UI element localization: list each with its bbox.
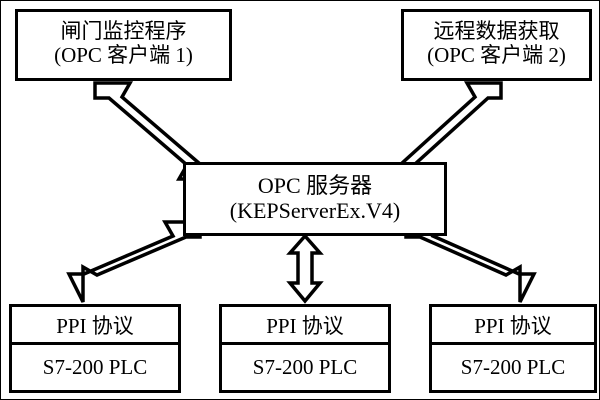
- arrow-server-to-plc-2: [286, 233, 324, 304]
- opc-server-subtitle: (KEPServerEx.V4): [229, 198, 401, 223]
- node-plc-1[interactable]: PPI 协议 S7-200 PLC: [9, 304, 181, 393]
- client-1-subtitle: (OPC 客户端 1): [54, 43, 193, 67]
- client-1-title: 闸门监控程序: [60, 19, 187, 44]
- node-opc-client-2[interactable]: 远程数据获取 (OPC 客户端 2): [401, 9, 592, 81]
- node-plc-2[interactable]: PPI 协议 S7-200 PLC: [219, 304, 391, 393]
- plc-3-protocol: PPI 协议: [432, 307, 594, 345]
- arrow-server-to-plc-1: [66, 220, 202, 303]
- plc-1-protocol: PPI 协议: [12, 307, 178, 345]
- plc-3-device: S7-200 PLC: [460, 355, 566, 379]
- plc-2-device: S7-200 PLC: [252, 355, 358, 379]
- client-2-title: 远程数据获取: [433, 19, 560, 44]
- node-opc-client-1[interactable]: 闸门监控程序 (OPC 客户端 1): [15, 9, 232, 81]
- opc-server-title: OPC 服务器: [257, 173, 373, 199]
- plc-2-protocol: PPI 协议: [222, 307, 388, 345]
- node-opc-server[interactable]: OPC 服务器 (KEPServerEx.V4): [183, 162, 447, 236]
- plc-1-device: S7-200 PLC: [42, 355, 148, 379]
- client-2-subtitle: (OPC 客户端 2): [427, 43, 566, 67]
- node-plc-3[interactable]: PPI 协议 S7-200 PLC: [429, 304, 597, 393]
